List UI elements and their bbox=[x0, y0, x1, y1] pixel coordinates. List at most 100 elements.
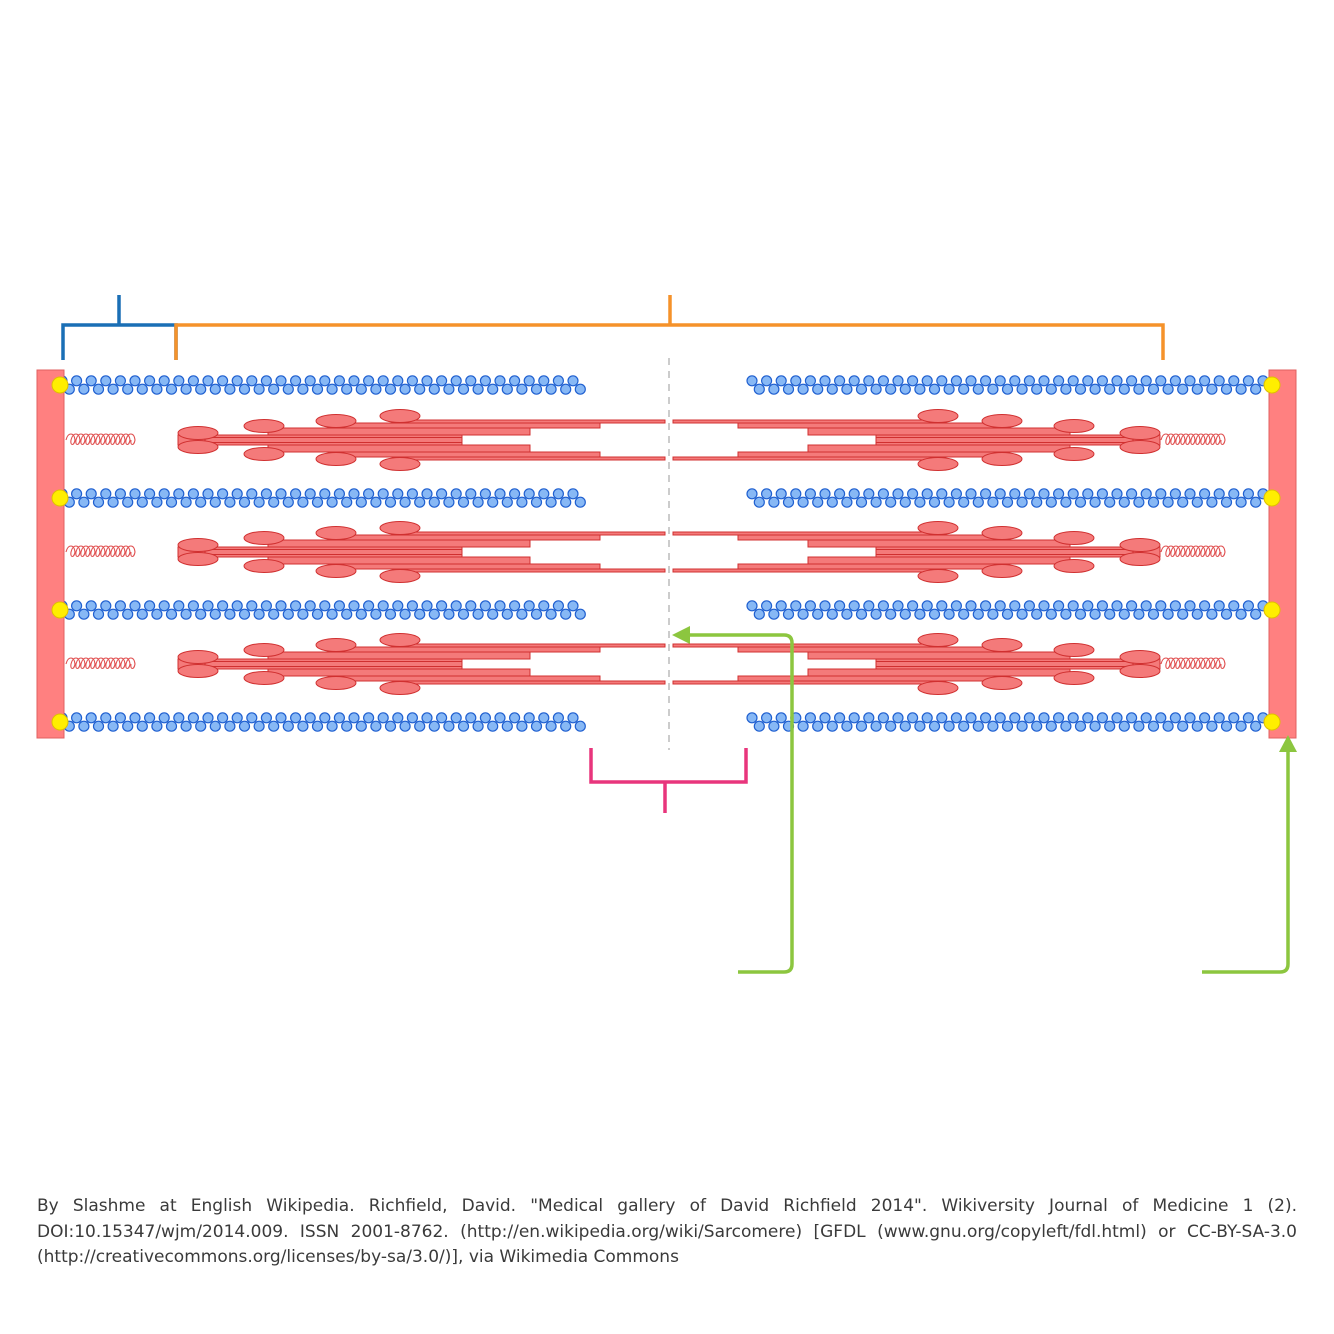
actin-bead bbox=[107, 496, 119, 508]
actin-bead bbox=[972, 383, 984, 395]
actin-bead bbox=[180, 383, 192, 395]
actin-bead bbox=[1250, 720, 1262, 732]
actin-bead bbox=[173, 712, 185, 724]
actin-bead bbox=[231, 488, 243, 500]
actin-bead bbox=[165, 720, 178, 732]
myosin-filament-left-1 bbox=[177, 409, 666, 471]
actin-bead bbox=[1213, 600, 1225, 612]
actin-bead bbox=[1133, 383, 1145, 395]
actin-bead bbox=[479, 600, 491, 612]
actin-bead bbox=[1023, 712, 1036, 724]
actin-bead bbox=[195, 496, 207, 508]
actin-bead bbox=[936, 375, 948, 387]
myosin-rod bbox=[267, 556, 531, 565]
actin-bead bbox=[545, 720, 557, 732]
myosin-filament-left-2 bbox=[177, 521, 666, 583]
myosin-head bbox=[917, 457, 959, 471]
actin-bead bbox=[979, 600, 992, 612]
actin-bead bbox=[1067, 600, 1079, 612]
actin-bead bbox=[1177, 720, 1189, 732]
actin-bead bbox=[1235, 720, 1247, 732]
actin-bead bbox=[1155, 488, 1167, 500]
actin-bead bbox=[260, 600, 272, 612]
myosin-rod bbox=[672, 456, 939, 461]
actin-bead bbox=[768, 720, 780, 732]
actin-bead bbox=[994, 488, 1006, 500]
actin-bead bbox=[129, 375, 141, 387]
actin-bead bbox=[523, 600, 535, 612]
actin-bead bbox=[85, 375, 97, 387]
actin-bead bbox=[538, 712, 550, 724]
actin-bead bbox=[1111, 488, 1123, 500]
actin-bead bbox=[987, 383, 999, 395]
actin-bead bbox=[936, 712, 948, 724]
myosin-rod bbox=[267, 651, 531, 660]
myosin-rod bbox=[672, 643, 939, 648]
actin-bead bbox=[906, 488, 919, 500]
actin-bead bbox=[355, 720, 367, 732]
actin-bead bbox=[1096, 488, 1109, 500]
actin-bead bbox=[1023, 488, 1036, 500]
actin-bead bbox=[428, 720, 440, 732]
actin-bead bbox=[1250, 496, 1262, 508]
actin-bead bbox=[1220, 720, 1233, 732]
actin-bead bbox=[377, 600, 389, 612]
z-disc-pointer-arrow bbox=[1202, 750, 1290, 974]
actin-bead bbox=[479, 488, 491, 500]
actin-bead bbox=[158, 375, 170, 387]
actin-bead bbox=[958, 608, 970, 620]
actin-bead bbox=[1140, 375, 1152, 387]
actin-bead bbox=[760, 600, 773, 612]
myosin-head bbox=[981, 638, 1023, 652]
myosin-filament-left-3 bbox=[177, 633, 666, 695]
myosin-rod bbox=[204, 437, 463, 443]
actin-bead bbox=[1052, 488, 1065, 500]
actin-bead bbox=[885, 496, 897, 508]
actin-bead bbox=[1045, 720, 1057, 732]
actin-bead bbox=[450, 712, 462, 724]
actin-bead bbox=[972, 496, 984, 508]
actin-bead bbox=[209, 720, 221, 732]
actin-bead bbox=[406, 712, 418, 724]
actin-bead bbox=[950, 712, 963, 724]
actin-bead bbox=[238, 496, 251, 508]
actin-bead bbox=[826, 608, 838, 620]
actin-bead bbox=[1250, 608, 1262, 620]
actin-bead bbox=[1096, 600, 1109, 612]
myosin-head bbox=[917, 521, 959, 535]
actin-bead bbox=[217, 712, 229, 724]
actin-bead bbox=[921, 600, 933, 612]
myosin-rod bbox=[334, 451, 601, 458]
actin-bead bbox=[760, 375, 773, 387]
actin-bead bbox=[914, 383, 926, 395]
actin-bead bbox=[877, 712, 890, 724]
actin-bead bbox=[78, 608, 90, 620]
actin-bead bbox=[1155, 712, 1167, 724]
actin-bead bbox=[943, 496, 955, 508]
actin-bead bbox=[187, 375, 199, 387]
actin-bead bbox=[552, 600, 565, 612]
actin-bead bbox=[268, 496, 280, 508]
actin-bead bbox=[151, 608, 163, 620]
actin-bead bbox=[841, 383, 853, 395]
actin-bead bbox=[797, 608, 809, 620]
actin-bead bbox=[501, 720, 513, 732]
actin-bead bbox=[812, 608, 824, 620]
actin-bead bbox=[855, 383, 868, 395]
myosin-rod bbox=[737, 451, 1004, 458]
actin-bead bbox=[414, 720, 426, 732]
actin-bead bbox=[173, 488, 185, 500]
actin-bead bbox=[841, 496, 853, 508]
actin-bead bbox=[443, 608, 455, 620]
actin-bead bbox=[180, 608, 192, 620]
myosin-rod bbox=[807, 556, 1071, 565]
actin-bead bbox=[107, 720, 119, 732]
actin-bead bbox=[958, 496, 970, 508]
titin-spring-right-3 bbox=[1160, 657, 1226, 670]
myosin-rod bbox=[807, 427, 1071, 436]
actin-bead bbox=[341, 496, 353, 508]
actin-bead bbox=[1162, 608, 1174, 620]
actin-bead bbox=[950, 488, 963, 500]
actin-bead bbox=[760, 488, 773, 500]
actin-bead bbox=[290, 375, 302, 387]
